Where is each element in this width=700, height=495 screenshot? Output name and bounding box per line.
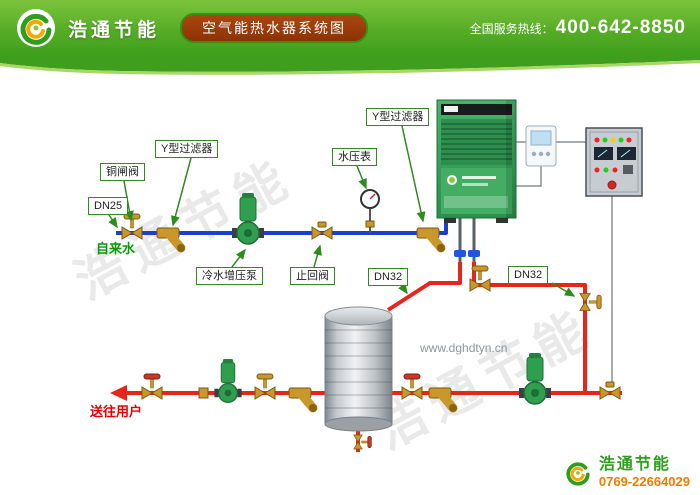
cold-water-pipe — [116, 219, 448, 235]
hotline-number: 400-642-8850 — [555, 17, 686, 38]
flow-arrow — [110, 385, 127, 401]
label-dn25: DN25 — [88, 197, 129, 215]
label-cold-booster-pump: 冷水增压泵 — [196, 267, 263, 285]
label-pressure-gauge: 水压表 — [332, 148, 377, 166]
return-check-valve — [599, 381, 621, 400]
label-y-strainer-2: Y型过滤器 — [366, 108, 430, 126]
pipe-union — [198, 387, 209, 399]
pressure-gauge — [360, 189, 380, 233]
system-title-banner: 空气能热水器系统图 — [180, 13, 369, 43]
tap-water-text: 自来水 — [96, 241, 136, 256]
label-brass-gate-valve: 铜闸阀 — [100, 163, 145, 181]
wall-controller — [525, 125, 557, 167]
header-bar: 浩通节能 空气能热水器系统图 全国服务热线： 400-642-8850 — [0, 0, 700, 56]
supply-valve-2 — [254, 373, 276, 400]
supply-pump — [213, 358, 243, 403]
cold-booster-pump — [231, 192, 265, 245]
website-text: www.dghdtyn.cn — [420, 341, 508, 355]
company-name: 浩通节能 — [68, 19, 161, 41]
control-cabinet — [585, 127, 643, 197]
supply-valve-1 — [141, 373, 163, 400]
footer-logo-icon — [563, 458, 593, 488]
footer-brand-block: 浩通节能 0769-22664029 — [563, 456, 690, 489]
circulation-pump — [518, 352, 552, 405]
footer-phone-number: 0769-22664029 — [598, 474, 690, 489]
hotline-label: 全国服务热线： — [469, 22, 554, 36]
company-logo-icon — [16, 8, 56, 48]
label-check-valve: 止回阀 — [290, 267, 335, 285]
header-wave — [0, 56, 700, 75]
footer-brand-name: 浩通节能 — [598, 456, 671, 473]
label-leader-lines — [108, 125, 576, 297]
to-users-text: 送往用户 — [90, 404, 143, 419]
water-tank — [324, 306, 393, 432]
connector-ball-valves — [454, 250, 480, 257]
service-hotline: 全国服务热线： 400-642-8850 — [470, 17, 686, 39]
check-valve — [311, 221, 333, 240]
label-y-strainer-1: Y型过滤器 — [155, 140, 219, 158]
label-dn32-supply: DN32 — [368, 268, 409, 286]
return-valve-1 — [401, 373, 423, 400]
label-dn32-return: DN32 — [508, 266, 549, 284]
heat-pump-unit — [436, 99, 517, 223]
brass-gate-valve — [121, 213, 143, 240]
